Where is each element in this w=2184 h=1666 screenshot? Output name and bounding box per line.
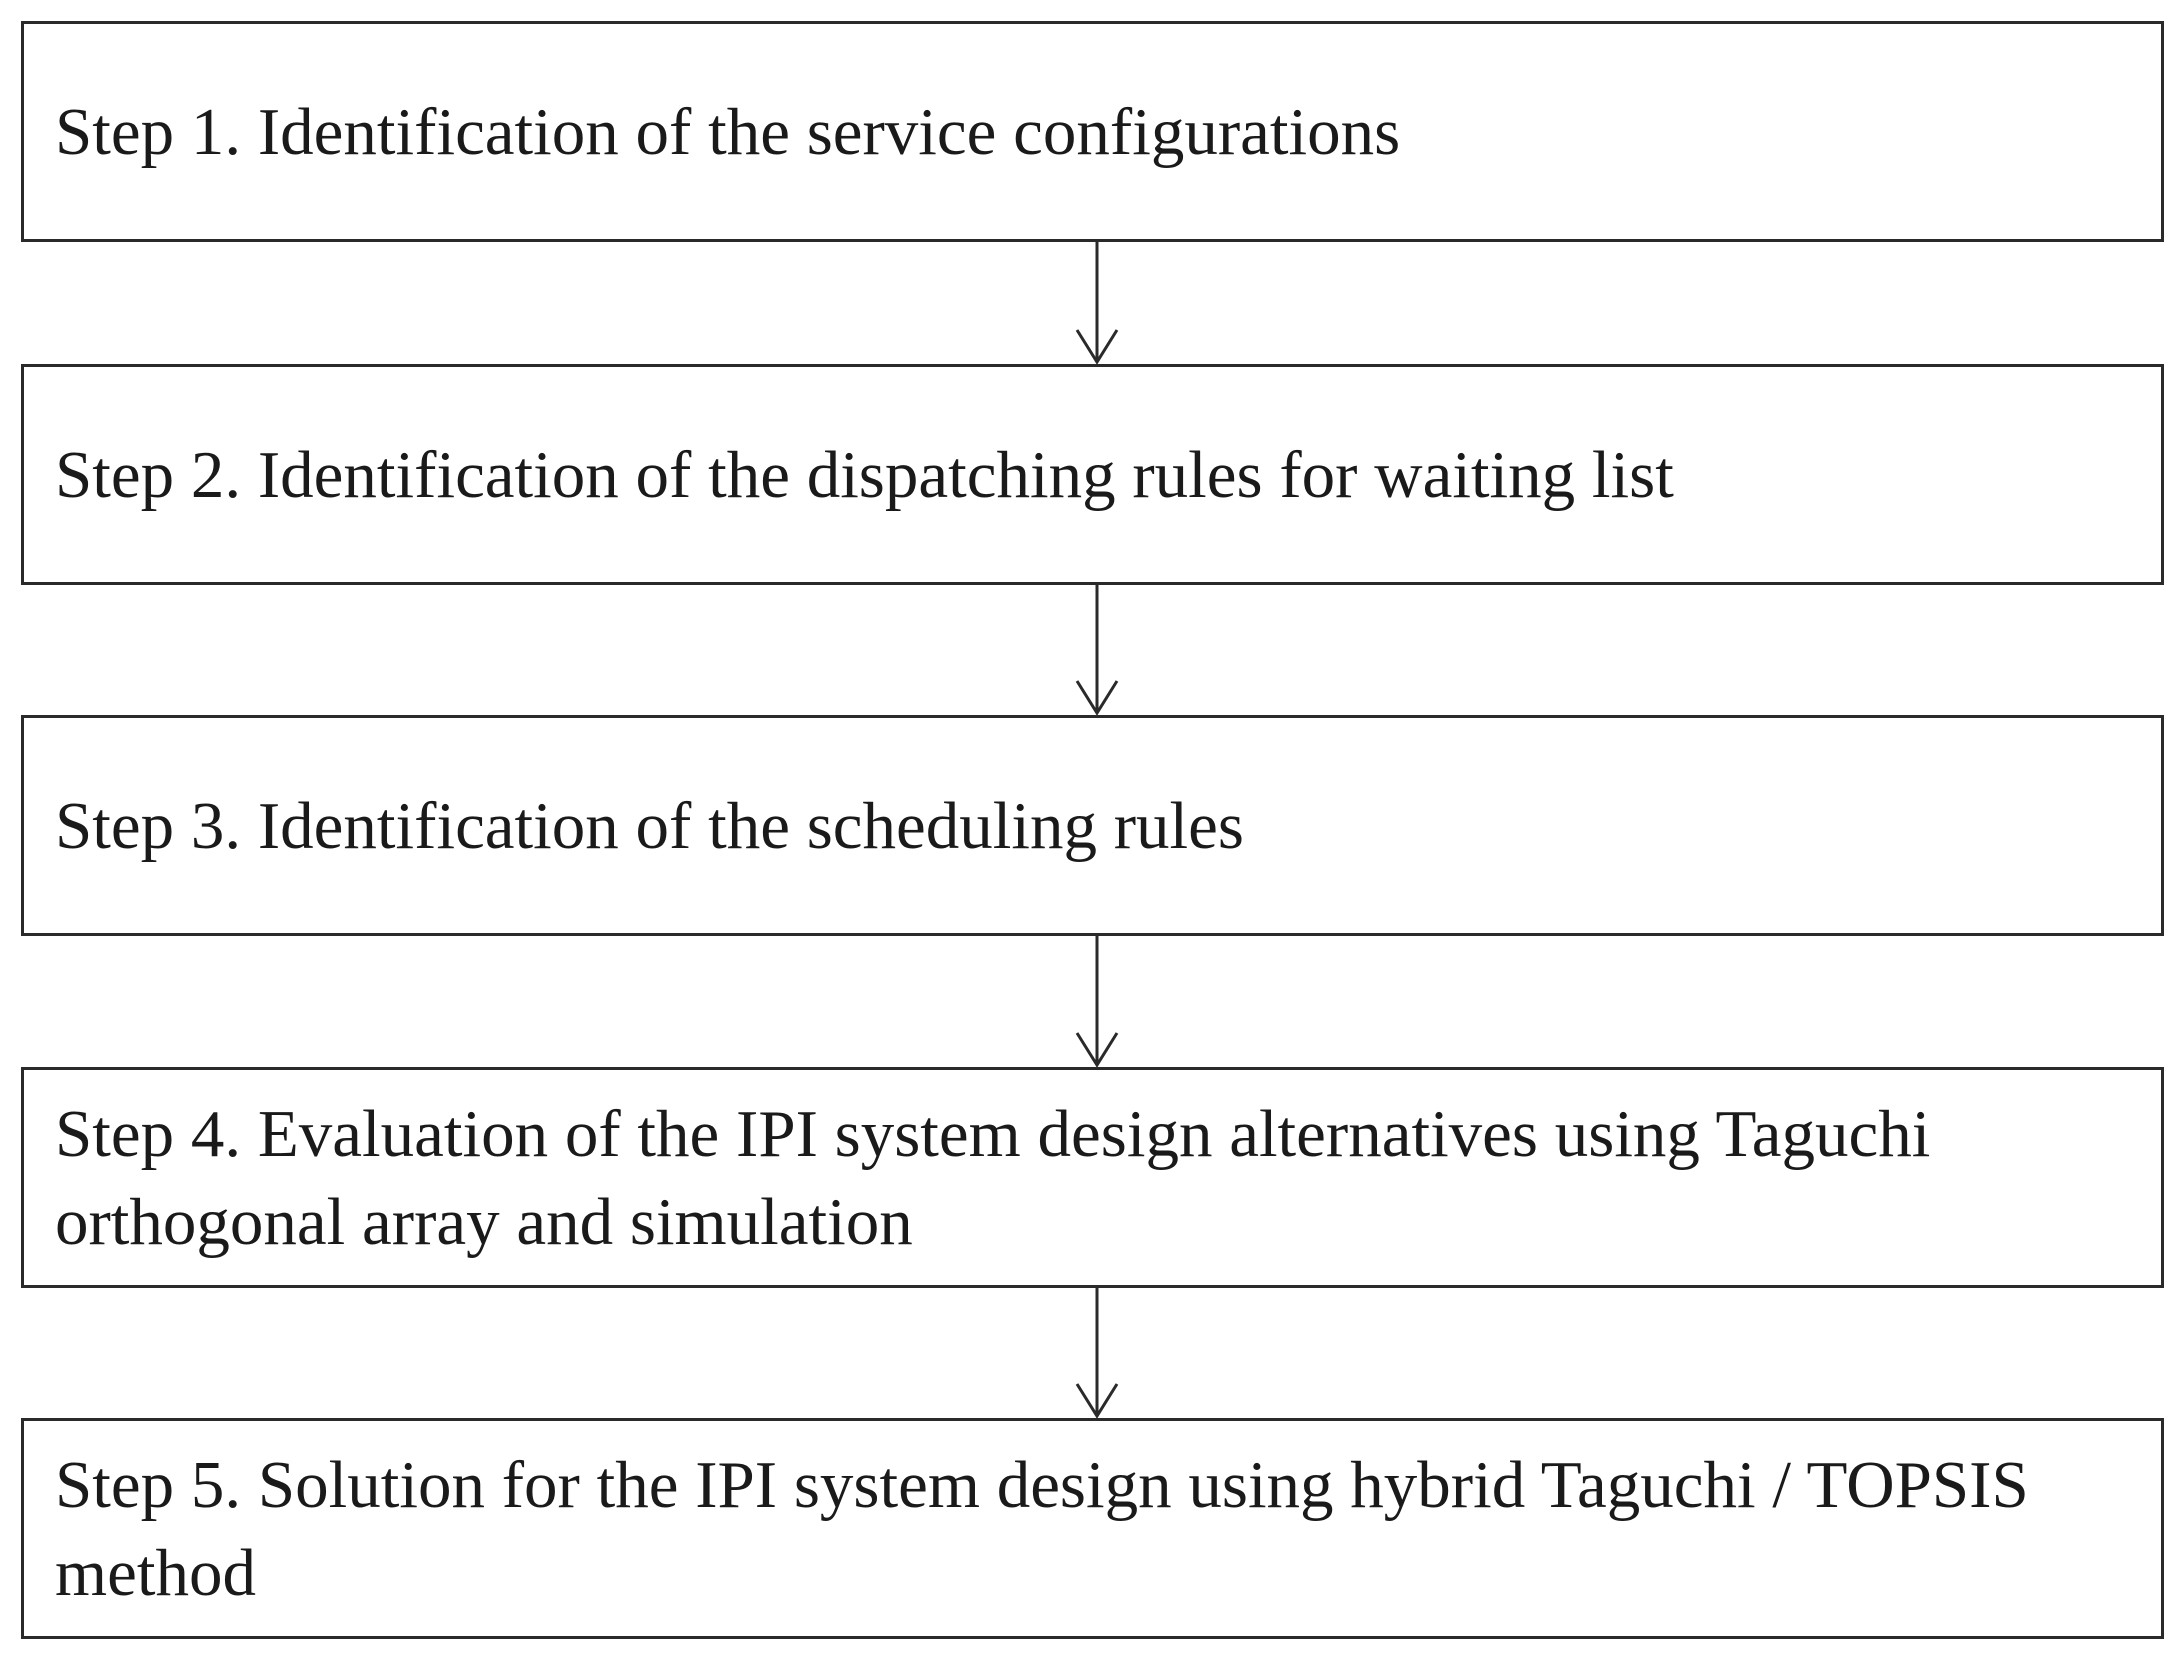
- arrow-4-to-5: [1075, 1288, 1119, 1419]
- step-4-box: Step 4. Evaluation of the IPI system des…: [21, 1067, 2164, 1288]
- step-5-text: Step 5. Solution for the IPI system desi…: [55, 1447, 2029, 1610]
- step-2-text: Step 2. Identification of the dispatchin…: [55, 437, 1674, 512]
- step-3-text: Step 3. Identification of the scheduling…: [55, 788, 1244, 863]
- arrow-1-to-2: [1075, 242, 1119, 365]
- step-5-box: Step 5. Solution for the IPI system desi…: [21, 1418, 2164, 1639]
- step-4-text: Step 4. Evaluation of the IPI system des…: [55, 1096, 1931, 1259]
- step-1-text: Step 1. Identification of the service co…: [55, 94, 1401, 169]
- arrow-2-to-3: [1075, 585, 1119, 716]
- step-2-box: Step 2. Identification of the dispatchin…: [21, 364, 2164, 585]
- arrow-3-to-4: [1075, 936, 1119, 1068]
- step-1-box: Step 1. Identification of the service co…: [21, 21, 2164, 242]
- step-3-box: Step 3. Identification of the scheduling…: [21, 715, 2164, 936]
